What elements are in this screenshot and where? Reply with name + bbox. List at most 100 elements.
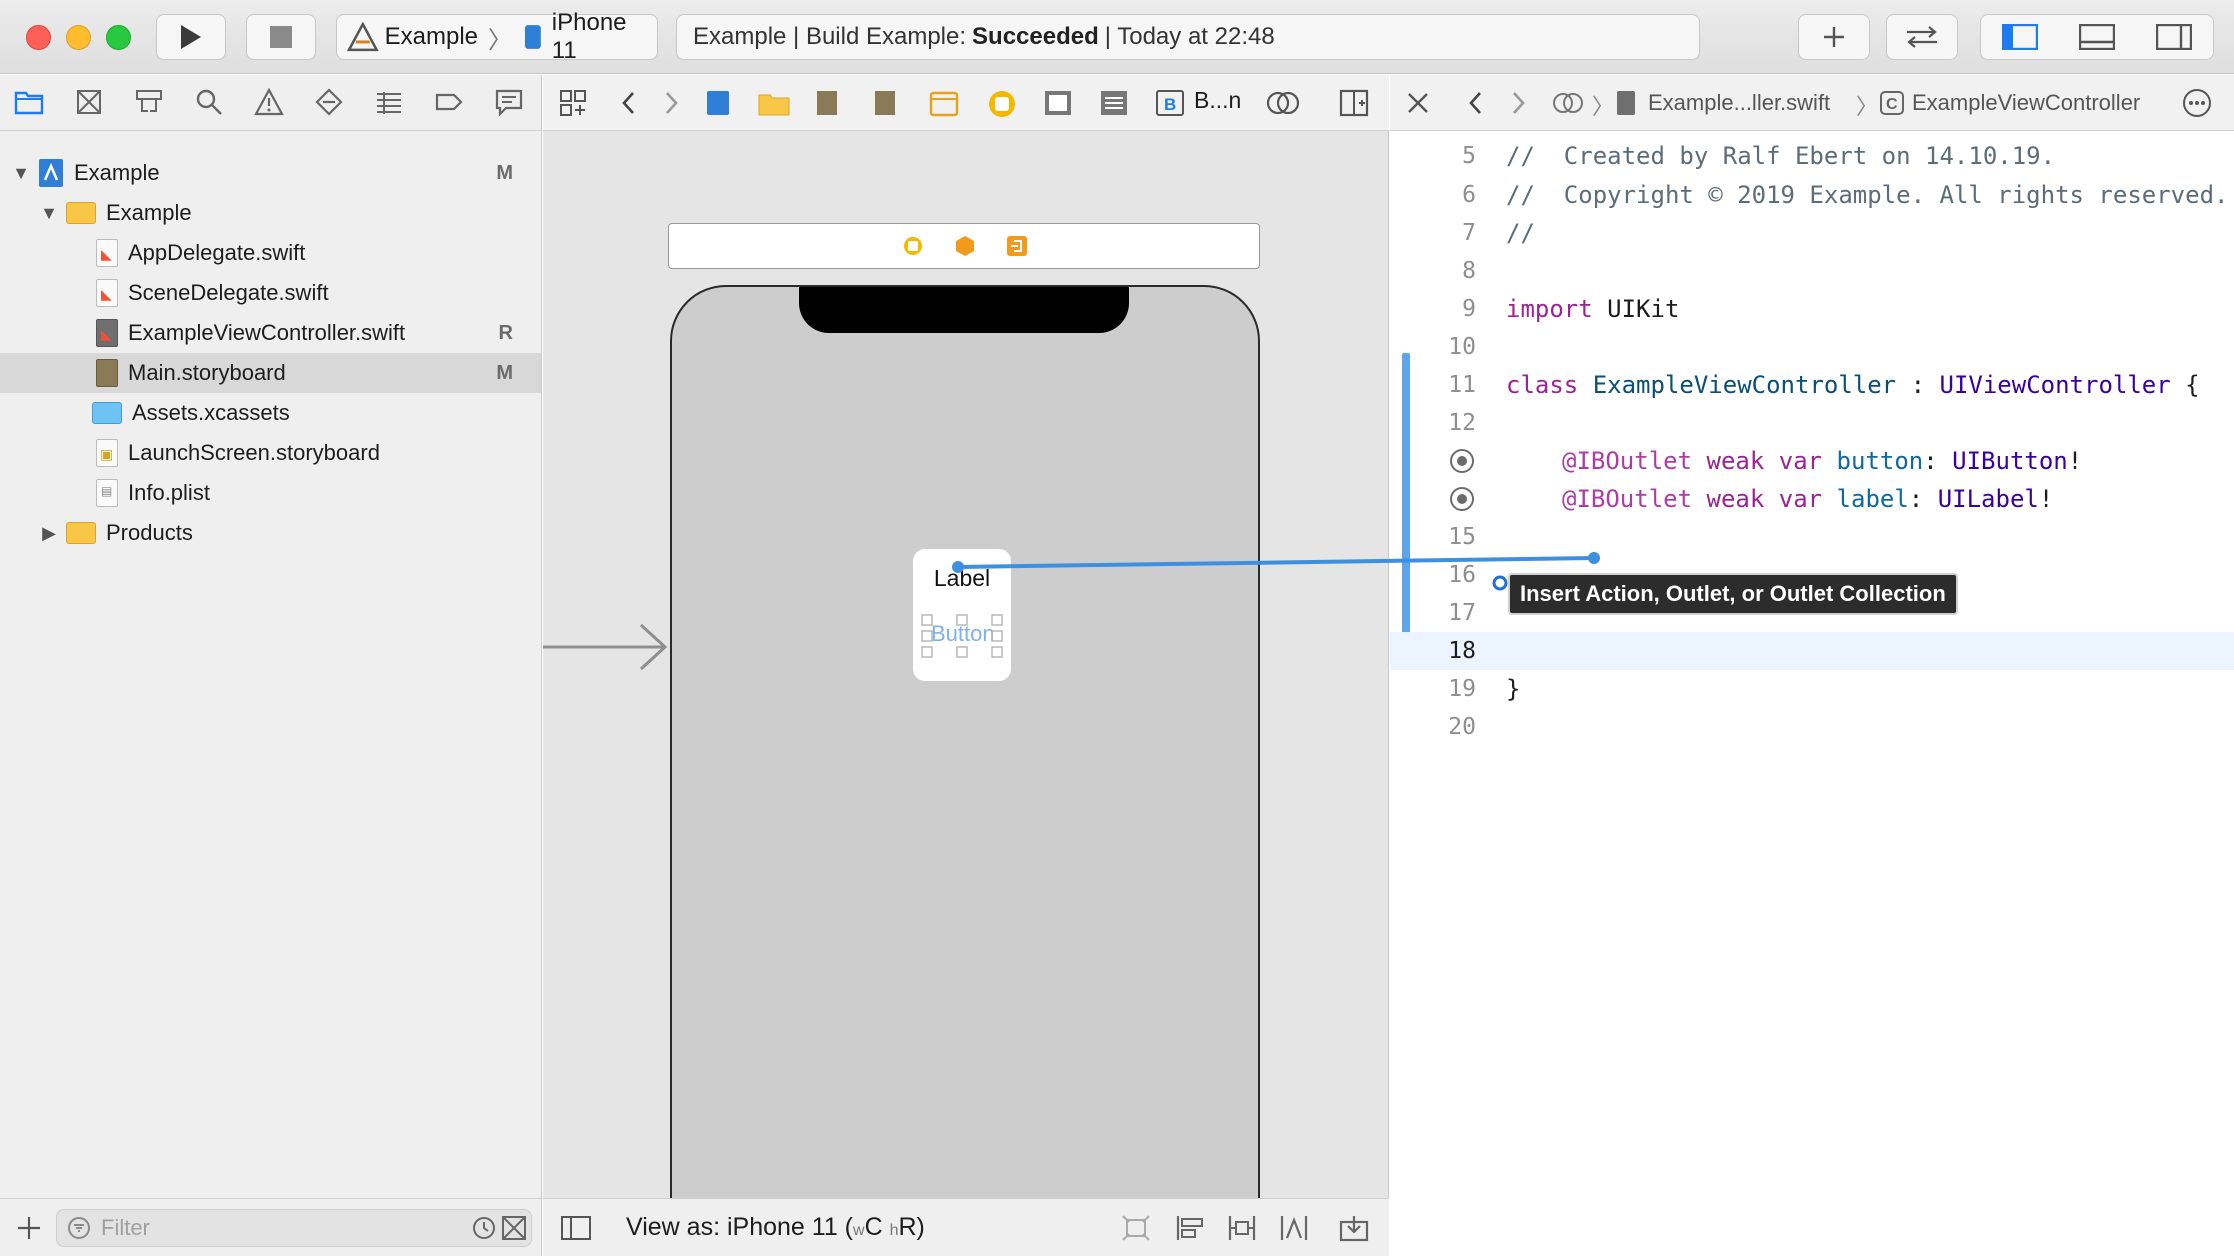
tree-item-products[interactable]: ▶ Products bbox=[0, 513, 541, 553]
bottom-panel-toggle-icon[interactable] bbox=[2078, 24, 2115, 50]
align-icon[interactable] bbox=[1175, 1214, 1205, 1242]
outlet-connected-icon[interactable] bbox=[1450, 487, 1474, 511]
editor-class-crumb[interactable]: ExampleViewController bbox=[1912, 90, 2141, 115]
initial-view-controller-arrow[interactable] bbox=[543, 622, 673, 672]
back-chevron-icon[interactable] bbox=[619, 89, 639, 117]
scene-crumb-icon[interactable] bbox=[929, 89, 959, 117]
code-line-10[interactable]: 10 bbox=[1390, 328, 2234, 366]
jump-bar-current-item[interactable]: B...n bbox=[1194, 87, 1242, 113]
code-line-20[interactable]: 20 bbox=[1390, 708, 2234, 746]
disclosure-open-icon[interactable]: ▼ bbox=[40, 202, 58, 223]
editor-file-crumb[interactable]: Example...ller.swift bbox=[1648, 90, 1831, 115]
symbol-nav-icon[interactable] bbox=[134, 87, 164, 117]
play-icon bbox=[181, 25, 201, 49]
code-line-13[interactable]: @IBOutlet weak var button: UIButton! bbox=[1390, 442, 2234, 480]
outlet-connected-icon[interactable] bbox=[1450, 449, 1474, 473]
tree-item-viewcontroller[interactable]: ◣ ExampleViewController.swift R bbox=[0, 313, 541, 353]
related-files-icon[interactable] bbox=[1552, 89, 1584, 117]
tree-item-appdelegate[interactable]: ◣ AppDelegate.swift bbox=[0, 233, 541, 273]
tree-item-main-storyboard[interactable]: Main.storyboard M bbox=[0, 353, 541, 393]
right-panel-toggle-icon[interactable] bbox=[2156, 24, 2193, 50]
stack-view[interactable]: Label Button bbox=[913, 549, 1011, 681]
code-line-8[interactable]: 8 bbox=[1390, 252, 2234, 290]
scm-filter-icon[interactable] bbox=[501, 1215, 527, 1241]
code-review-button[interactable] bbox=[1886, 14, 1958, 60]
minimize-window-button[interactable] bbox=[66, 25, 91, 50]
recent-files-clock-icon[interactable] bbox=[471, 1215, 497, 1241]
resolve-autolayout-icon[interactable] bbox=[1279, 1214, 1309, 1242]
tree-item-launchscreen[interactable]: ▣ LaunchScreen.storyboard bbox=[0, 433, 541, 473]
code-line-12[interactable]: 12 bbox=[1390, 404, 2234, 442]
back-chevron-icon[interactable] bbox=[1466, 89, 1486, 117]
debug-nav-icon[interactable] bbox=[374, 87, 404, 117]
code-line-17[interactable]: 17 bbox=[1390, 594, 2234, 632]
stack-view-crumb-icon[interactable] bbox=[1099, 89, 1129, 117]
status-suffix: | Today at 22:48 bbox=[1104, 23, 1275, 50]
forward-chevron-icon[interactable] bbox=[661, 89, 681, 117]
view-crumb-icon[interactable] bbox=[1043, 89, 1073, 117]
source-change-bar[interactable] bbox=[1402, 353, 1410, 655]
button-element[interactable]: Button bbox=[921, 613, 1003, 659]
exit-dock-icon[interactable] bbox=[1006, 235, 1028, 257]
interface-builder-canvas[interactable]: B B...n Label Button bbox=[543, 75, 1389, 1256]
adjust-editor-options-icon[interactable] bbox=[1265, 89, 1301, 117]
view-controller-dock-icon[interactable] bbox=[902, 235, 924, 257]
add-constraints-icon[interactable] bbox=[1227, 1214, 1257, 1242]
code-line-5[interactable]: 5// Created by Ralf Ebert on 14.10.19. bbox=[1390, 137, 2234, 175]
code-line-6[interactable]: 6// Copyright © 2019 Example. All rights… bbox=[1390, 176, 2234, 214]
add-file-icon[interactable] bbox=[16, 1215, 42, 1241]
related-items-grid-icon[interactable] bbox=[559, 89, 587, 117]
tree-item-project[interactable]: ▼ Example M bbox=[0, 153, 541, 193]
more-options-icon[interactable] bbox=[2182, 88, 2212, 118]
label-element[interactable]: Label bbox=[933, 565, 991, 591]
canvas-jump-bar: B B...n bbox=[543, 75, 1389, 131]
forward-chevron-icon[interactable] bbox=[1508, 89, 1528, 117]
code-line-14[interactable]: @IBOutlet weak var label: UILabel! bbox=[1390, 480, 2234, 518]
code-line-19[interactable]: 19} bbox=[1390, 670, 2234, 708]
tree-item-assets[interactable]: Assets.xcassets bbox=[0, 393, 541, 433]
button-crumb-icon[interactable]: B bbox=[1155, 89, 1185, 117]
add-editor-split-icon[interactable] bbox=[1339, 89, 1369, 117]
search-icon[interactable] bbox=[194, 87, 224, 117]
folder-crumb-icon[interactable] bbox=[757, 89, 791, 117]
view-controller-crumb-icon[interactable] bbox=[987, 89, 1017, 117]
iphone-scene-view[interactable]: Label Button bbox=[670, 285, 1260, 1256]
document-outline-toggle-icon[interactable] bbox=[561, 1216, 591, 1240]
storyboard-crumb-icon[interactable] bbox=[815, 89, 839, 117]
filter-field[interactable]: Filter bbox=[56, 1209, 532, 1247]
code-line-15[interactable]: 15 bbox=[1390, 518, 2234, 556]
tree-item-scenedelegate[interactable]: ◣ SceneDelegate.swift bbox=[0, 273, 541, 313]
tree-item-infoplist[interactable]: ▤ Info.plist bbox=[0, 473, 541, 513]
storyboard-base-crumb-icon[interactable] bbox=[873, 89, 897, 117]
update-frames-icon[interactable] bbox=[1121, 1214, 1151, 1242]
breakpoint-nav-icon[interactable] bbox=[434, 87, 464, 117]
left-panel-toggle-icon[interactable] bbox=[2001, 24, 2038, 50]
scene-dock-bar[interactable] bbox=[668, 223, 1260, 269]
canvas-footer: View as: iPhone 11 (wC hR) bbox=[543, 1198, 1389, 1256]
code-line-7[interactable]: 7// bbox=[1390, 214, 2234, 252]
project-crumb-icon[interactable] bbox=[705, 89, 731, 117]
close-editor-icon[interactable] bbox=[1406, 91, 1430, 115]
scheme-selector[interactable]: Example 〉 iPhone 11 bbox=[336, 9, 658, 64]
test-diamond-icon[interactable] bbox=[314, 87, 344, 117]
view-as-device-selector[interactable]: View as: iPhone 11 (wC hR) bbox=[626, 1213, 925, 1242]
warning-icon[interactable] bbox=[254, 87, 284, 117]
embed-in-icon[interactable] bbox=[1339, 1214, 1369, 1242]
stop-button[interactable] bbox=[246, 14, 316, 60]
first-responder-dock-icon[interactable] bbox=[954, 235, 976, 257]
disclosure-closed-icon[interactable]: ▶ bbox=[42, 522, 56, 543]
library-button[interactable] bbox=[1798, 14, 1870, 60]
run-button[interactable] bbox=[156, 14, 226, 60]
report-nav-icon[interactable] bbox=[494, 87, 524, 117]
disclosure-open-icon[interactable]: ▼ bbox=[12, 162, 30, 183]
zoom-window-button[interactable] bbox=[106, 25, 131, 50]
assistant-code-editor[interactable]: 〉 Example...ller.swift 〉 C ExampleViewCo… bbox=[1390, 75, 2234, 1256]
close-window-button[interactable] bbox=[26, 25, 51, 50]
source-control-icon[interactable] bbox=[74, 87, 104, 117]
folder-nav-icon[interactable] bbox=[14, 87, 44, 117]
tree-item-group-example[interactable]: ▼ Example bbox=[0, 193, 541, 233]
line-number: 6 bbox=[1462, 182, 1476, 208]
code-line-18[interactable]: 18 bbox=[1390, 632, 2234, 670]
